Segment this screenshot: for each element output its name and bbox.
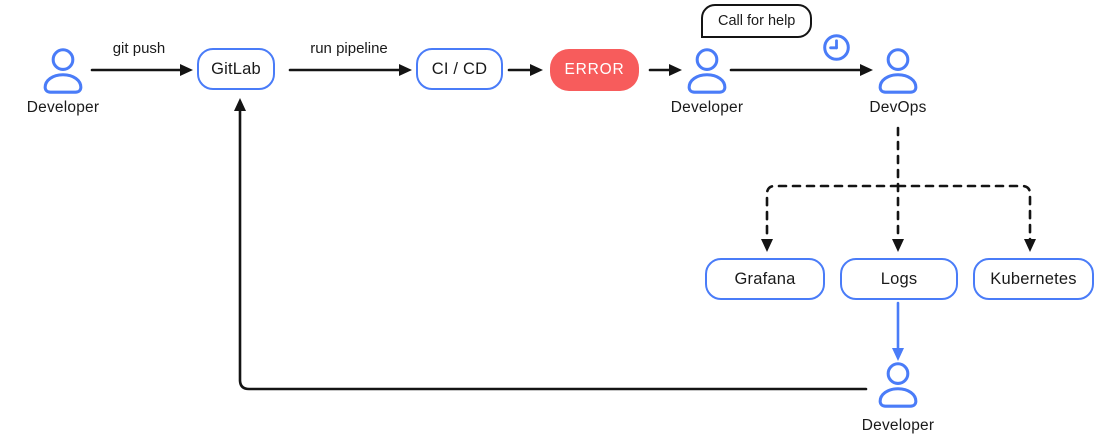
arrowhead-run-pipeline — [399, 64, 412, 76]
arrowhead-kubernetes — [1024, 239, 1036, 252]
node-error: ERROR — [550, 49, 639, 91]
actor-label-devops: DevOps — [869, 99, 927, 116]
actor-label-developer-notified: Developer — [670, 99, 744, 116]
node-kubernetes[interactable]: Kubernetes — [973, 258, 1094, 300]
node-grafana[interactable]: Grafana — [705, 258, 825, 300]
call-for-help-bubble: Call for help — [701, 4, 813, 38]
arrowhead-developer-devops — [860, 64, 873, 76]
edge-devops-kubernetes-dashed — [896, 184, 1032, 242]
clock-icon — [822, 33, 851, 62]
arrowhead-return-gitlab — [234, 98, 246, 111]
edge-label-git-push: git push — [112, 40, 166, 57]
edge-label-run-pipeline: run pipeline — [310, 40, 388, 57]
edge-devops-grafana-dashed — [765, 184, 900, 242]
person-icon — [876, 48, 920, 98]
arrowhead-logs-developer — [892, 348, 904, 361]
actor-label-developer-reads: Developer — [861, 417, 935, 434]
node-logs[interactable]: Logs — [840, 258, 958, 300]
arrowhead-grafana — [761, 239, 773, 252]
person-icon — [685, 48, 729, 98]
node-cicd[interactable]: CI / CD — [416, 48, 503, 90]
node-gitlab[interactable]: GitLab — [197, 48, 275, 90]
actor-label-developer-start: Developer — [26, 99, 100, 116]
person-icon — [876, 362, 920, 412]
arrowhead-logs — [892, 239, 904, 252]
edge-developer-gitlab-return — [238, 109, 868, 391]
arrowhead-git-push — [180, 64, 193, 76]
person-icon — [41, 48, 85, 98]
arrowhead-cicd-error — [530, 64, 543, 76]
arrowhead-error-developer — [669, 64, 682, 76]
